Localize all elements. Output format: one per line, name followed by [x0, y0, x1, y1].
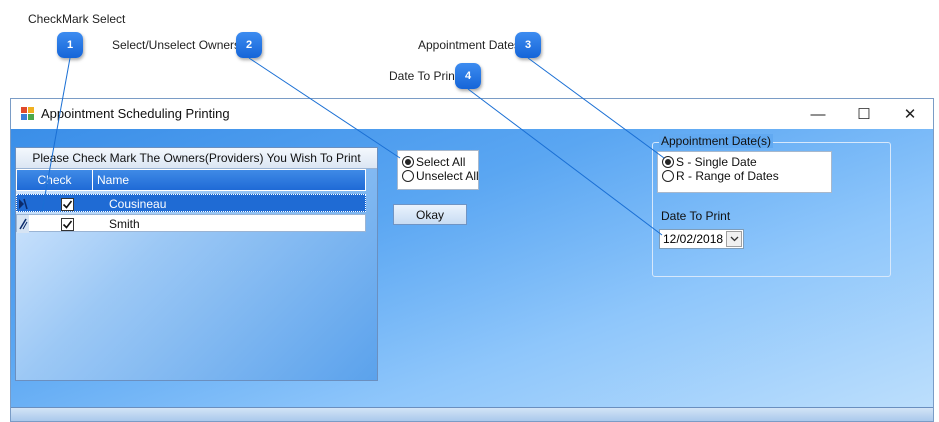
callout-badge-3: 3 [515, 32, 541, 58]
table-row[interactable]: Cousineau [16, 194, 366, 212]
range-of-dates-radio[interactable]: R - Range of Dates [662, 169, 779, 183]
title-bar[interactable]: Appointment Scheduling Printing — ☐ ✕ [11, 99, 933, 129]
client-area: Please Check Mark The Owners(Providers) … [11, 129, 933, 421]
range-of-dates-label: R - Range of Dates [676, 169, 779, 183]
select-all-radio[interactable]: Select All [402, 155, 465, 169]
row-checkbox-cell[interactable] [29, 215, 105, 233]
app-window: Appointment Scheduling Printing — ☐ ✕ Pl… [10, 98, 934, 422]
row-edit-icon [17, 215, 29, 233]
bottom-toolbar [11, 407, 933, 421]
row-name[interactable]: Cousineau [109, 197, 167, 211]
grid-header: Check Name [16, 169, 366, 191]
owner-selection-group: Select All Unselect All [397, 150, 479, 190]
okay-button[interactable]: Okay [393, 204, 467, 225]
row-indicator-icon [17, 195, 29, 213]
app-icon [21, 107, 35, 120]
row-checkbox[interactable] [60, 197, 74, 211]
radio-icon[interactable] [402, 170, 414, 182]
chevron-down-icon[interactable] [726, 231, 742, 247]
date-to-print-picker[interactable]: 12/02/2018 [659, 229, 744, 249]
close-button[interactable]: ✕ [903, 106, 917, 123]
single-date-label: S - Single Date [676, 155, 757, 169]
owners-grid: Please Check Mark The Owners(Providers) … [15, 147, 378, 381]
unselect-all-radio[interactable]: Unselect All [402, 169, 479, 183]
appointment-type-box: S - Single Date R - Range of Dates [657, 151, 832, 193]
maximize-button[interactable]: ☐ [857, 106, 871, 123]
table-row[interactable]: Smith [16, 214, 366, 233]
unselect-all-label: Unselect All [416, 169, 479, 183]
callout-badge-1: 1 [57, 32, 83, 58]
callout-label-appointment-dates: Appointment Dates [418, 38, 521, 52]
radio-icon-selected[interactable] [402, 156, 414, 168]
row-checkbox-cell[interactable] [29, 195, 105, 213]
column-header-name[interactable]: Name [97, 173, 130, 187]
select-all-label: Select All [416, 155, 466, 169]
single-date-radio[interactable]: S - Single Date [662, 155, 757, 169]
date-to-print-label: Date To Print [661, 209, 731, 223]
column-header-check[interactable]: Check [17, 170, 93, 190]
radio-icon-selected[interactable] [662, 156, 674, 168]
appointment-group-title: Appointment Date(s) [659, 134, 774, 148]
callout-label-checkmark-select: CheckMark Select [28, 12, 126, 26]
row-name[interactable]: Smith [109, 217, 140, 231]
minimize-button[interactable]: — [810, 105, 826, 123]
row-checkbox[interactable] [60, 217, 74, 231]
radio-icon[interactable] [662, 170, 674, 182]
grid-caption: Please Check Mark The Owners(Providers) … [16, 148, 377, 169]
callout-badge-4: 4 [455, 63, 481, 89]
date-value[interactable]: 12/02/2018 [663, 232, 724, 246]
callout-label-select-unselect-owners: Select/Unselect Owners [112, 38, 241, 52]
callout-label-date-to-print: Date To Print [389, 69, 459, 83]
window-title: Appointment Scheduling Printing [41, 106, 230, 121]
callout-badge-2: 2 [236, 32, 262, 58]
